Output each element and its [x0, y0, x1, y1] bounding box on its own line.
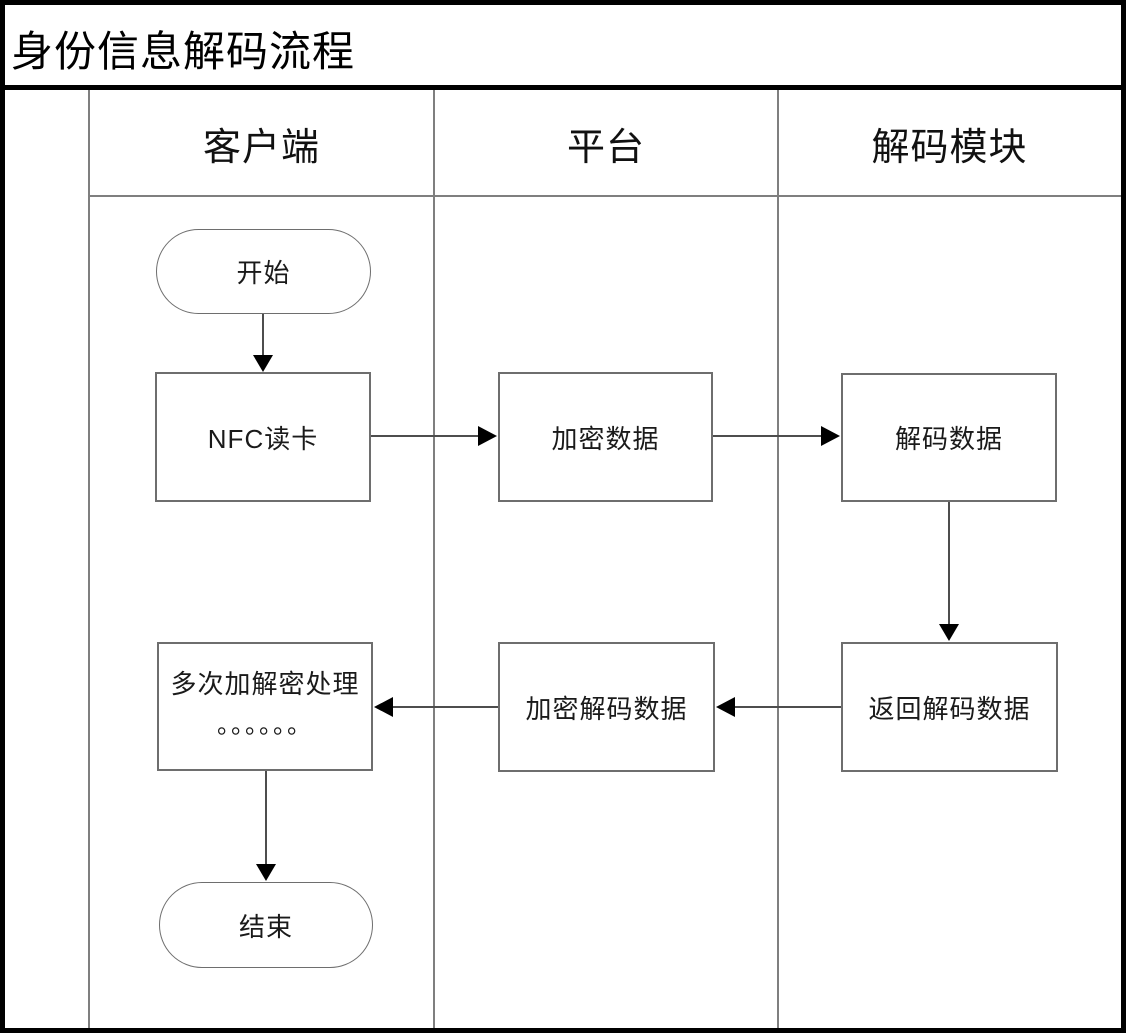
connector-encdec-to-multi [393, 706, 499, 708]
connector-start-to-nfc [262, 314, 264, 357]
node-label-dots: 。。。。。。 [217, 712, 313, 739]
connector-encrypted-to-decode [713, 435, 823, 437]
node-label: NFC读卡 [207, 423, 319, 454]
node-encrypted-data: 加密数据 [498, 372, 713, 502]
connector-decode-to-return [948, 502, 950, 626]
arrowhead-down-icon [253, 355, 273, 372]
lane-header-client: 客户端 [202, 126, 320, 169]
node-start: 开始 [156, 229, 371, 314]
lane-divider-2 [777, 90, 779, 1028]
node-label: 返回解码数据 [868, 693, 1031, 724]
node-return-decoded: 返回解码数据 [841, 642, 1058, 772]
lane-header-decoder: 解码模块 [871, 126, 1028, 169]
arrowhead-left-icon [716, 697, 735, 717]
node-encrypt-decoded: 加密解码数据 [498, 642, 715, 772]
node-label: 加密解码数据 [525, 693, 688, 724]
connector-return-to-encdec [734, 706, 842, 708]
node-label: 多次加解密处理 [170, 669, 360, 699]
node-label: 解码数据 [894, 424, 1003, 454]
lane-divider-1 [433, 90, 435, 1028]
arrowhead-down-icon [939, 624, 959, 641]
connector-multi-to-end [265, 771, 267, 866]
arrowhead-left-icon [374, 697, 393, 717]
lane-border-left [88, 90, 90, 1028]
arrowhead-right-icon [821, 426, 840, 446]
page-title: 身份信息解码流程 [11, 27, 356, 75]
node-nfc-read: NFC读卡 [155, 372, 371, 502]
connector-nfc-to-encrypted [371, 435, 479, 437]
title-separator [0, 85, 1126, 90]
lane-header-separator [89, 195, 1121, 197]
node-label: 结束 [238, 911, 293, 942]
node-end: 结束 [159, 882, 373, 968]
node-label: 加密数据 [551, 423, 660, 454]
arrowhead-down-icon [256, 864, 276, 881]
node-decode-data: 解码数据 [841, 373, 1057, 502]
lane-header-platform: 平台 [566, 126, 645, 169]
node-label: 开始 [236, 258, 291, 288]
arrowhead-right-icon [478, 426, 497, 446]
node-multi-crypto: 多次加解密处理 。。。。。。 [157, 642, 373, 771]
